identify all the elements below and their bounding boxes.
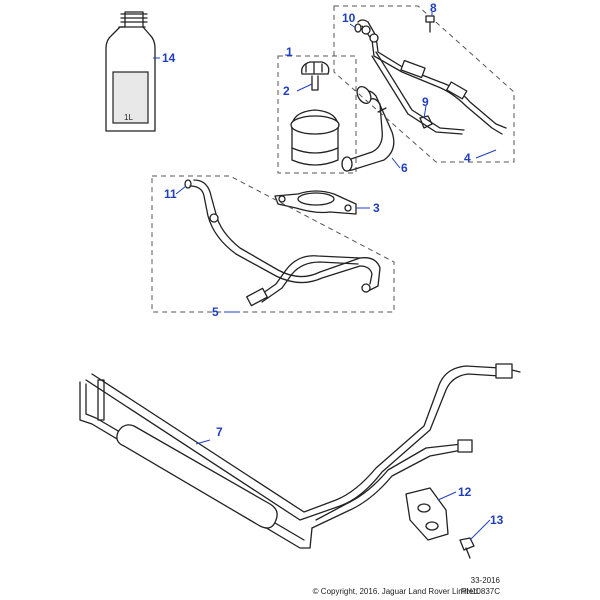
pipe-clamp-bracket <box>405 487 449 541</box>
bolt-13 <box>459 537 475 559</box>
callout-9: 9 <box>422 95 429 109</box>
bottle-volume-label: 1L <box>124 113 133 122</box>
callout-3: 3 <box>373 201 380 215</box>
pressure-pipe-upper <box>357 19 507 135</box>
reservoir-body <box>290 109 340 166</box>
pipe-group-box-4 <box>333 5 515 163</box>
hose-group-box-5 <box>151 175 395 313</box>
clip-9 <box>419 115 433 129</box>
callout-2: 2 <box>283 84 290 98</box>
return-hose <box>189 179 381 307</box>
callout-4: 4 <box>464 151 471 165</box>
leader-lines <box>153 12 497 541</box>
callout-13: 13 <box>490 513 504 527</box>
callout-10: 10 <box>342 11 356 25</box>
drawing-reference-code: PH10837C <box>460 587 500 596</box>
callout-5: 5 <box>212 305 219 319</box>
reservoir-group-box <box>277 55 357 174</box>
callout-14: 14 <box>162 51 176 65</box>
oring-11 <box>184 179 192 189</box>
reservoir-cap <box>301 61 330 91</box>
callout-12: 12 <box>458 485 472 499</box>
oring-10 <box>354 23 362 33</box>
callout-8: 8 <box>430 1 437 15</box>
reservoir-bracket <box>274 190 357 215</box>
callout-1: 1 <box>286 45 293 59</box>
callout-7: 7 <box>216 425 223 439</box>
callout-6: 6 <box>401 161 408 175</box>
drawing-date-code: 33-2016 <box>470 576 500 585</box>
copyright-notice: © Copyright, 2016. Jaguar Land Rover Lim… <box>312 587 480 596</box>
fluid-bottle: 1L <box>105 11 156 132</box>
cooler-pipe <box>79 363 521 549</box>
callout-11: 11 <box>164 187 177 201</box>
bolt-8 <box>425 15 435 33</box>
reservoir-hose <box>341 85 395 172</box>
